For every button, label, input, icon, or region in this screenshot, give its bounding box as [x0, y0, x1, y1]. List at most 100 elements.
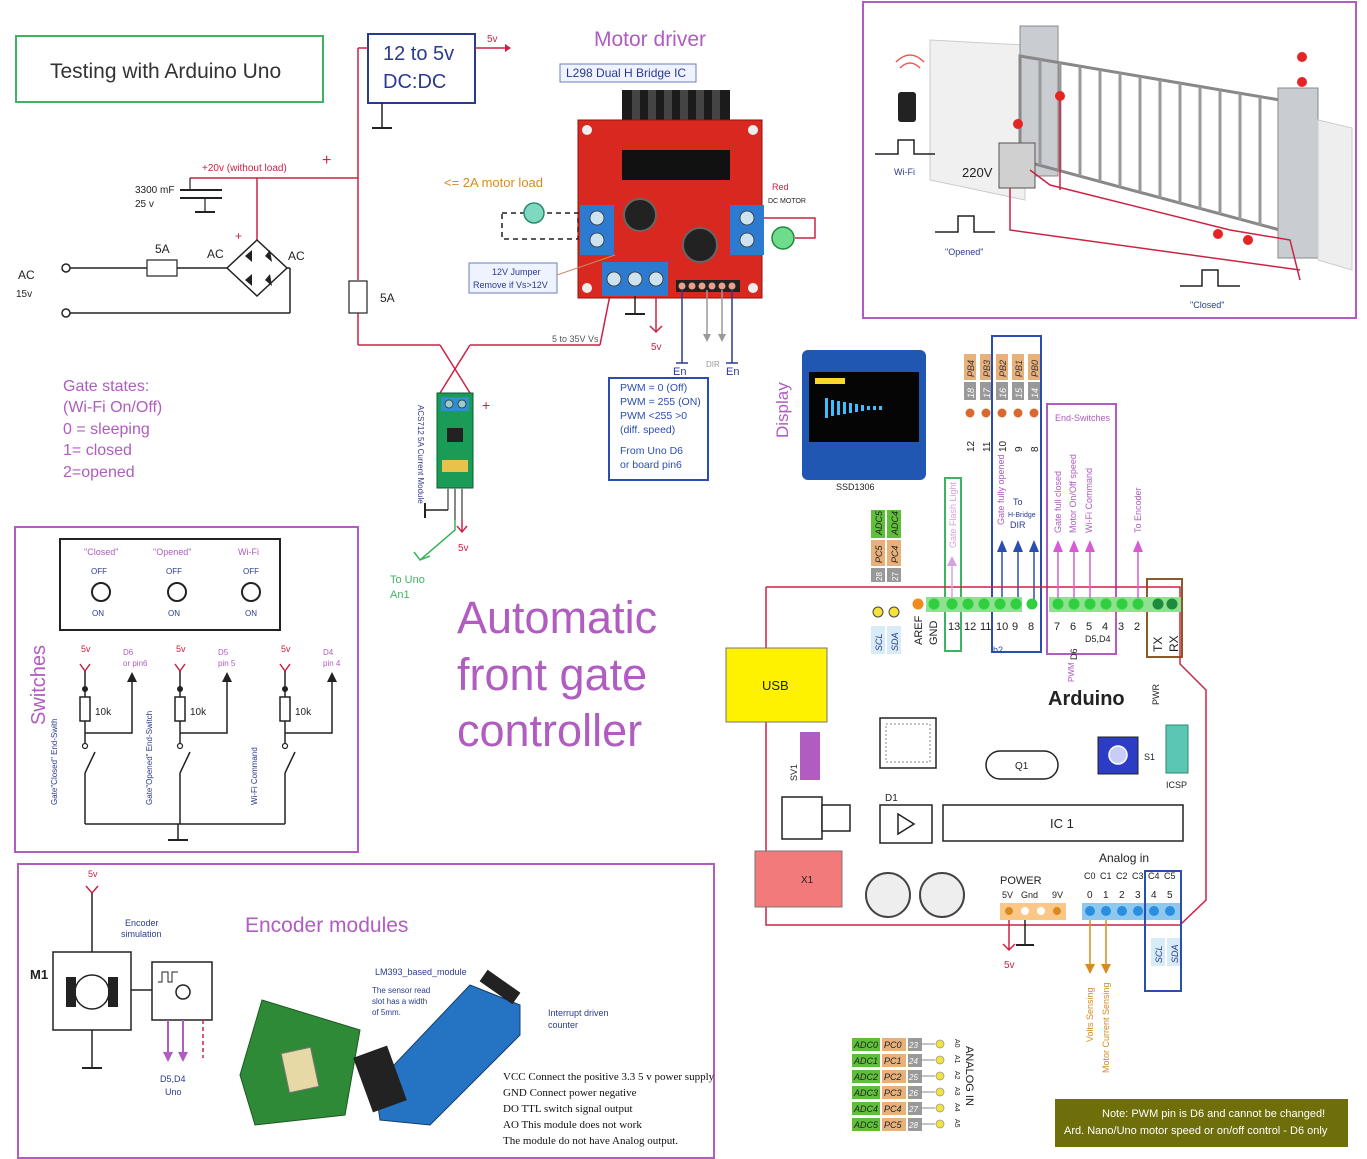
- motor-current-sensing: Motor Current Sensing: [1101, 982, 1111, 1073]
- crystal-q1: [985, 750, 1059, 780]
- analog-num-4: 4: [1151, 890, 1157, 901]
- encoder-panel: [17, 863, 715, 1159]
- switch-button-wifi[interactable]: [241, 582, 261, 602]
- aref-label: AREF: [913, 615, 925, 645]
- pc-tag-0: [882, 1038, 906, 1051]
- pin-tag-PB3: [980, 354, 992, 380]
- adcpin-tag-1: [908, 1054, 922, 1067]
- sw2-off: OFF: [166, 567, 182, 576]
- sw-opened-resistor: [174, 696, 186, 722]
- sw-wifi-pin-1: D4: [323, 648, 334, 657]
- ac-in-label: AC: [18, 268, 35, 282]
- motor-b-screw-1: [739, 210, 755, 226]
- marker-b: [1243, 235, 1253, 245]
- pin-num-tag-1: [980, 382, 992, 400]
- sw-opened-out-arrow: [222, 672, 232, 682]
- switches-panel: [14, 526, 359, 853]
- power-screw-1: [606, 271, 622, 287]
- to-hbridge-arrow-2: [997, 540, 1007, 552]
- pin-num-0: 18: [966, 388, 976, 398]
- pin-arduino-1: 11: [982, 441, 993, 452]
- pin27-label: 27: [891, 572, 900, 581]
- sw-opened-5v: 5v: [176, 644, 186, 654]
- scl-pad: [872, 606, 884, 618]
- switch-button-opened[interactable]: [167, 582, 187, 602]
- header-pin-aref: [912, 598, 924, 610]
- pwm-small: PWM: [1067, 662, 1076, 682]
- sda-label: SDA: [890, 632, 900, 651]
- voltage-regulator: [781, 796, 823, 840]
- adc-label-5: ADC5: [853, 1120, 879, 1130]
- l298-label-box: [559, 63, 697, 83]
- analog-pin-4: [1149, 906, 1159, 916]
- red-motor-wire: [764, 217, 816, 239]
- red-dc-motor-line2: DC MOTOR: [768, 198, 806, 205]
- pc-label-0: PC0: [884, 1040, 902, 1050]
- sensor-read-2: slot has a width: [372, 997, 427, 1006]
- adc-pad-1: [935, 1055, 945, 1065]
- to-hbridge-2: H-Bridge: [1008, 512, 1036, 519]
- to-uno-line1: To Uno: [390, 574, 425, 586]
- rx-label: RX: [1167, 635, 1181, 652]
- pc5-label: PC5: [874, 544, 884, 563]
- pin28-tag: [871, 568, 885, 582]
- testing-label: Testing with Arduino Uno: [50, 60, 281, 83]
- ic1: [942, 804, 1184, 842]
- arduino-5v-label: 5v: [1004, 960, 1015, 971]
- sda-scl-box: [1144, 870, 1182, 992]
- gate-state-1: 1= closed: [63, 442, 132, 459]
- closed-label: "Closed": [1190, 300, 1224, 310]
- ctrl-pin-5: [718, 282, 726, 290]
- sw-closed-5v: 5v: [81, 644, 91, 654]
- analog-num-2: 2: [1119, 890, 1125, 901]
- red-dc-motor: [771, 226, 795, 250]
- board-hole-3: [582, 283, 592, 293]
- volts-sense-arrow: [1085, 964, 1095, 974]
- pin-dot-0: [965, 408, 975, 418]
- sensor-read-3: of 5mm.: [372, 1008, 401, 1017]
- end-switches-box: [1046, 403, 1117, 655]
- switch-button-closed[interactable]: [91, 582, 111, 602]
- sv1-label: SV1: [789, 764, 799, 781]
- diode-d1: [879, 804, 933, 844]
- gate-states: Gate states: (Wi-Fi On/Off) 0 = sleeping…: [63, 378, 162, 481]
- b2-highlight-box: [991, 335, 1042, 653]
- enc-5v-symbol: [85, 885, 99, 895]
- header-pin-8: [1026, 598, 1038, 610]
- green-sensor-slot: [280, 1046, 320, 1094]
- analog-pin-5: [1165, 906, 1175, 916]
- adc-pad-0: [935, 1039, 945, 1049]
- pin-num-4: 14: [1030, 388, 1040, 398]
- gate-states-title: Gate states:: [63, 378, 149, 395]
- adcpin-tag-2: [908, 1070, 922, 1083]
- sw-wifi-resistor: [279, 696, 291, 722]
- ao-desc: AO This module does not work: [503, 1119, 642, 1131]
- to-hbridge-3: DIR: [1010, 520, 1026, 530]
- pc-tag-2: [882, 1070, 906, 1083]
- board-hole-4: [748, 283, 758, 293]
- dcdc-out-label: 5v: [487, 34, 498, 45]
- gate-flash-label: Gate Flash Light: [948, 481, 958, 548]
- ac-in-volts: 15v: [16, 289, 32, 300]
- pin-num-tag-0: [964, 382, 976, 400]
- acs712-screw-2: [457, 399, 467, 409]
- board-cap-1: [865, 872, 911, 918]
- pc-tag-1: [882, 1054, 906, 1067]
- wifi-label: Wi-Fi: [894, 167, 915, 177]
- sw-wifi-caption: Wi-Fi Command: [250, 747, 259, 805]
- sw-closed-resistor: [79, 696, 91, 722]
- sw-opened-node: [177, 686, 183, 692]
- marker-a: [1013, 119, 1023, 129]
- pwm-255: PWM = 255 (ON): [620, 396, 701, 408]
- ctrl-pin-3: [698, 282, 706, 290]
- sw-wifi-r-label: 10k: [295, 707, 312, 718]
- ac-terminal-2: [61, 308, 71, 318]
- sw-closed-lever: [84, 751, 96, 774]
- oled-bar-1: [825, 398, 828, 418]
- sw-closed-title: "Closed": [84, 547, 118, 557]
- acs712-pads: [442, 460, 468, 472]
- vcc-desc: VCC Connect the positive 3.3 5 v power s…: [503, 1071, 715, 1083]
- reset-button-cap[interactable]: [1108, 745, 1128, 765]
- ac-terminal-1: [61, 263, 71, 273]
